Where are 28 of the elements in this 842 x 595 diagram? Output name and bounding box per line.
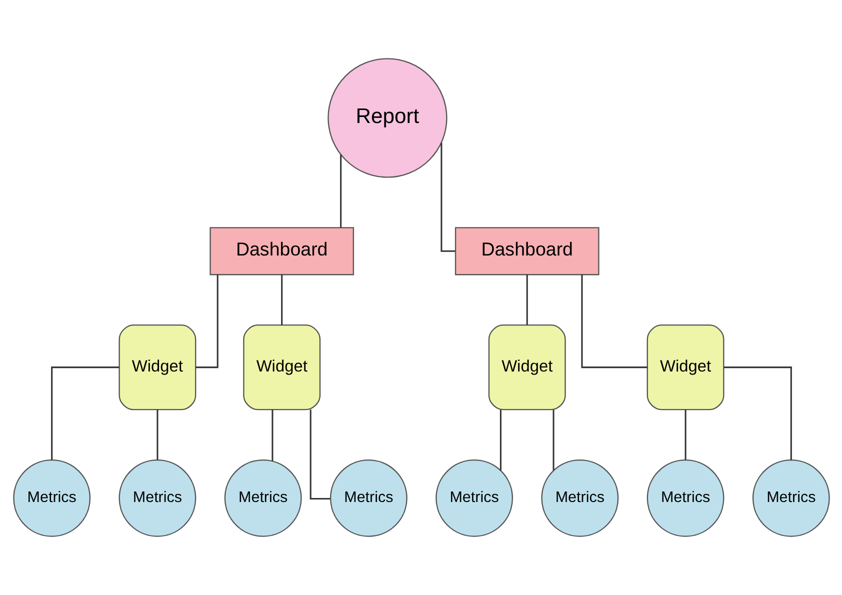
node-box: Widget: [242, 324, 320, 410]
connector: [684, 410, 686, 460]
node-circle: Metrics: [118, 459, 196, 537]
connector: [195, 274, 218, 368]
node-box: Widget: [646, 324, 724, 410]
node-circle: Report: [327, 58, 447, 178]
node-box: Dashboard: [454, 227, 599, 276]
connector: [271, 410, 273, 462]
node-circle: Metrics: [646, 459, 724, 537]
node-circle: Metrics: [752, 459, 830, 537]
connector: [280, 274, 282, 326]
node-circle: Metrics: [12, 459, 90, 537]
connector: [580, 274, 647, 368]
connector: [309, 410, 330, 500]
connector: [723, 366, 792, 460]
connector: [156, 410, 158, 460]
node-circle: Metrics: [435, 459, 513, 537]
connector: [50, 366, 119, 460]
connector: [526, 274, 528, 326]
node-box: Widget: [118, 324, 196, 410]
connector: [499, 410, 501, 470]
node-circle: Metrics: [224, 459, 302, 537]
node-box: Widget: [488, 324, 566, 410]
node-circle: Metrics: [329, 459, 407, 537]
connector: [340, 154, 342, 228]
node-box: Dashboard: [209, 227, 354, 276]
connector: [552, 410, 554, 470]
node-circle: Metrics: [540, 459, 618, 537]
